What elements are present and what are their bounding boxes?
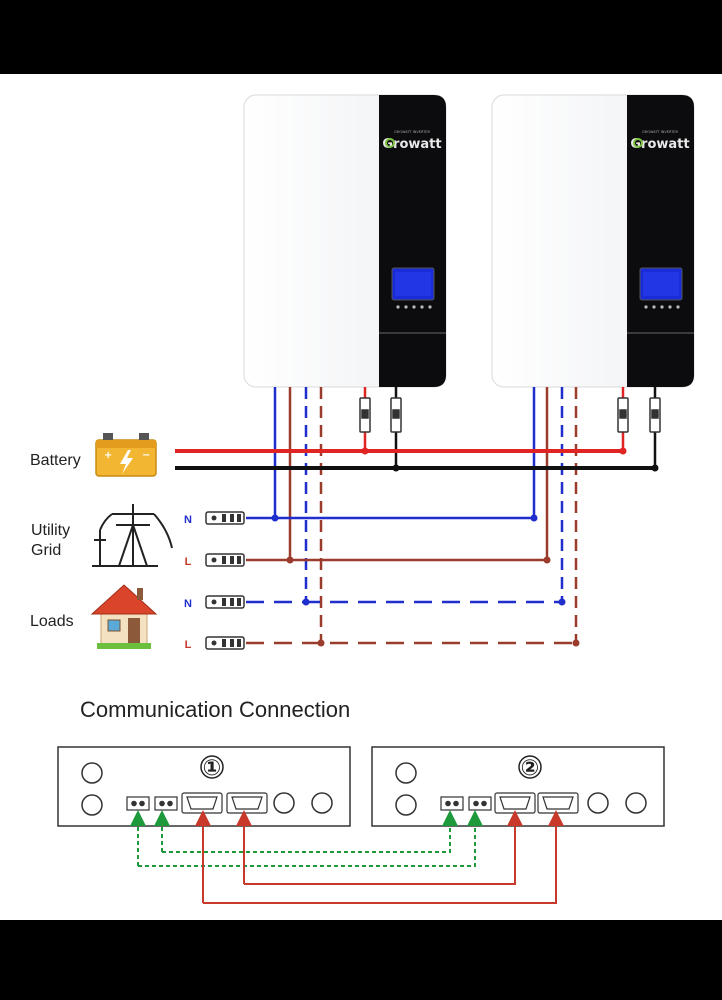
terminal-blocks	[205, 511, 245, 650]
inverter-1-buttons	[396, 305, 432, 309]
svg-text:+: +	[104, 450, 112, 461]
inverter-1-logo-mark	[385, 138, 395, 148]
power-pole-icon	[92, 504, 173, 567]
loads-l-label: L	[185, 639, 192, 651]
comm-unit-2-number: ②	[521, 756, 540, 781]
dc-breakers	[359, 397, 661, 433]
grid-n-label: N	[184, 514, 192, 526]
comm-unit-1-number: ①	[203, 756, 222, 781]
comm-unit-1-db-ports	[181, 792, 268, 814]
svg-text:−: −	[142, 450, 150, 461]
house-icon	[90, 584, 158, 649]
inverter-2-brand-logo: Growatt	[630, 137, 689, 152]
inverter-1-brand-logo: Growatt	[382, 137, 441, 152]
loads-label: Loads	[30, 613, 74, 630]
battery-label: Battery	[30, 452, 81, 469]
comm-cables-green	[130, 810, 483, 867]
inverter-1-brand-tagline: GROWATT INVERTER	[394, 130, 430, 134]
inverter-2-brand-tagline: GROWATT INVERTER	[642, 130, 678, 134]
comm-unit-2: ②	[371, 746, 665, 827]
ac-junction-dots	[271, 514, 580, 647]
communication-title: Communication Connection	[80, 697, 350, 722]
comm-cables-red	[195, 810, 564, 904]
inverter-2: Growatt GROWATT INVERTER	[491, 94, 695, 388]
inverter-1: Growatt GROWATT INVERTER	[243, 94, 447, 388]
inverter-2-buttons	[644, 305, 680, 309]
comm-unit-1: ①	[57, 746, 351, 827]
inverter-2-logo-mark	[633, 138, 643, 148]
battery-icon: + −	[95, 433, 157, 477]
grid-label-line1: Utility	[31, 522, 70, 539]
loads-n-label: N	[184, 598, 192, 610]
grid-l-label: L	[185, 556, 192, 568]
comm-unit-2-small-terminals	[440, 796, 492, 811]
grid-label-line2: Grid	[31, 542, 61, 559]
